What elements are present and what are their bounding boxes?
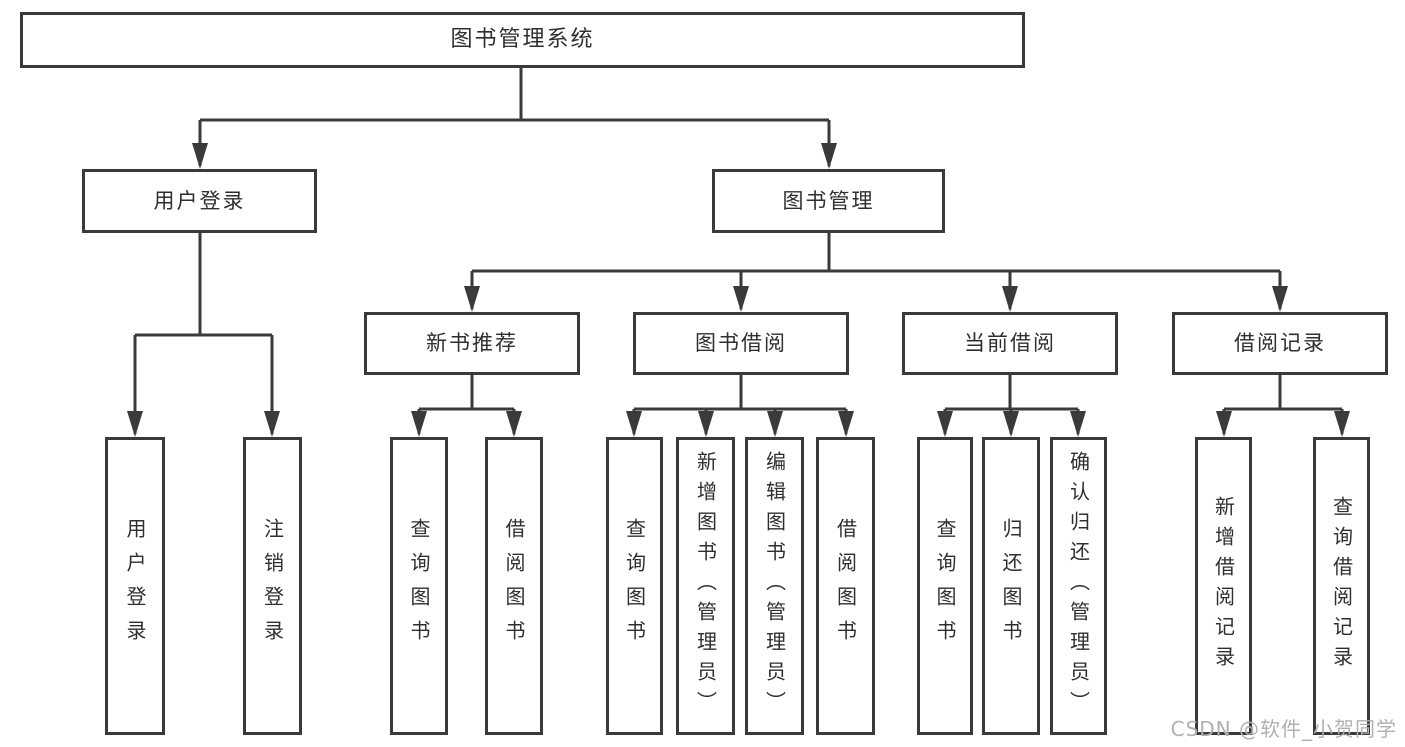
leaf-cb-confirm-return: 确认归还（管理员） [1050, 437, 1107, 735]
node-label: 查询图书 [407, 518, 431, 654]
node-label: 借阅图书 [833, 518, 858, 654]
node-label: 用户登录 [123, 518, 147, 654]
connector-book-borrow-children [626, 375, 854, 437]
node-label: 用户登录 [153, 188, 246, 213]
leaf-br-query-record: 查询借阅记录 [1313, 437, 1370, 735]
leaf-br-add-record: 新增借阅记录 [1195, 437, 1252, 735]
node-borrow-record: 借阅记录 [1172, 312, 1388, 375]
leaf-cb-return-book: 归还图书 [982, 437, 1040, 735]
node-label: 查询图书 [933, 518, 957, 654]
leaf-bb-query-book: 查询图书 [606, 437, 663, 735]
node-library-system: 图书管理系统 [20, 12, 1025, 68]
node-label: 查询借阅记录 [1329, 496, 1354, 676]
leaf-bb-borrow-book: 借阅图书 [816, 437, 875, 735]
node-label: 当前借阅 [964, 331, 1056, 355]
node-label: 借阅记录 [1234, 331, 1326, 355]
node-current-borrow: 当前借阅 [902, 312, 1118, 375]
node-label: 注销登录 [260, 518, 285, 654]
node-label: 图书管理系统 [450, 27, 595, 52]
node-label: 新书推荐 [426, 331, 518, 355]
leaf-nb-query-book: 查询图书 [390, 437, 448, 735]
node-user-login: 用户登录 [82, 169, 317, 233]
connector-book-mgmt-children [464, 233, 1288, 312]
leaf-user-login: 用户登录 [105, 437, 165, 735]
leaf-bb-edit-book: 编辑图书（管理员） [745, 437, 804, 735]
connector-user-login-children [127, 233, 280, 437]
leaf-nb-borrow-book: 借阅图书 [485, 437, 543, 735]
connector-borrow-record-children [1216, 375, 1350, 437]
leaf-bb-add-book: 新增图书（管理员） [676, 437, 735, 735]
connector-current-borrow-children [937, 375, 1086, 437]
csdn-watermark: CSDN @软件_小贺同学 [1170, 717, 1397, 741]
node-label: 确认归还（管理员） [1066, 451, 1091, 721]
node-book-borrow: 图书借阅 [633, 312, 849, 375]
node-label: 图书管理 [782, 188, 875, 213]
leaf-cb-query-book: 查询图书 [917, 437, 973, 735]
node-label: 图书借阅 [695, 331, 787, 355]
node-label: 编辑图书（管理员） [762, 451, 787, 721]
node-label: 查询图书 [622, 518, 647, 654]
node-new-book-recommend: 新书推荐 [364, 312, 580, 375]
node-label: 新增图书（管理员） [693, 451, 718, 721]
node-book-management: 图书管理 [712, 169, 945, 233]
node-label: 新增借阅记录 [1211, 496, 1236, 676]
connector-new-book-children [411, 375, 522, 437]
leaf-logout: 注销登录 [243, 437, 302, 735]
connector-root-to-level2 [192, 68, 837, 169]
node-label: 归还图书 [999, 518, 1023, 654]
node-label: 借阅图书 [502, 518, 526, 654]
